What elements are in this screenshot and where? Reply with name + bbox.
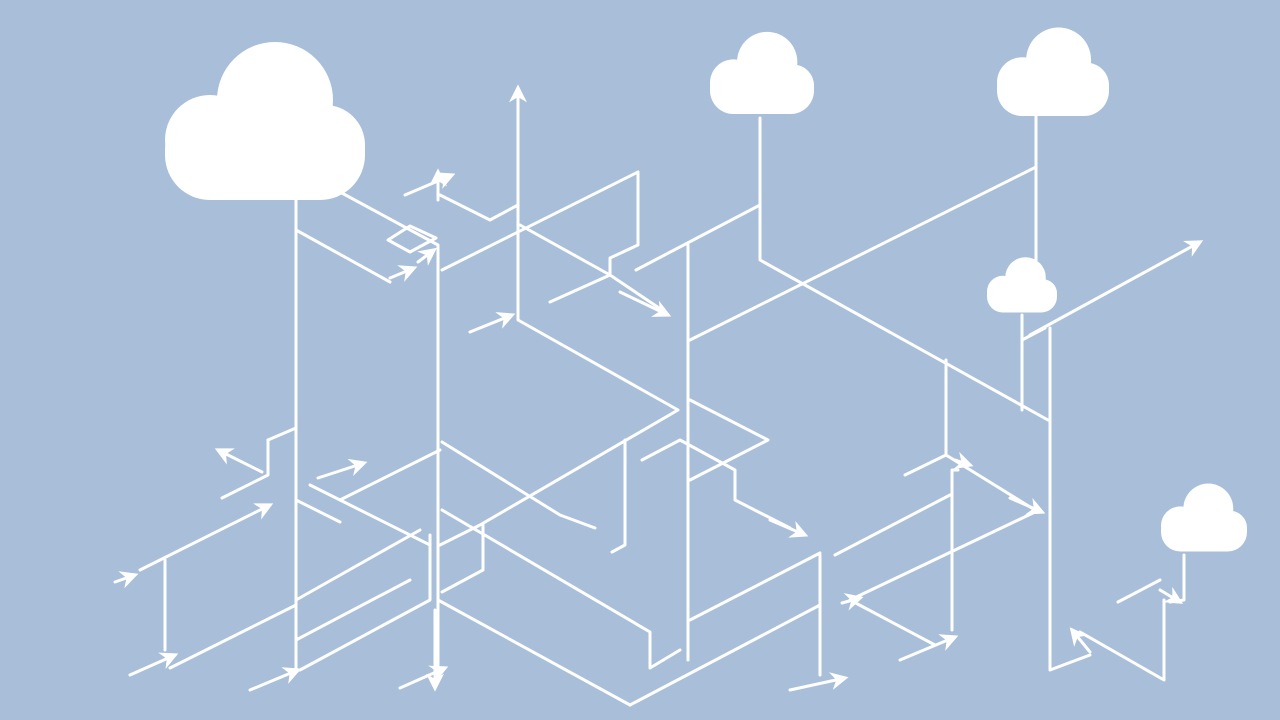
connector-line: [688, 551, 822, 622]
connector-line: [1078, 598, 1166, 682]
connector-line: [758, 116, 1050, 422]
connector-line: [848, 598, 937, 647]
cloud-icon: [987, 257, 1057, 313]
connector-line: [308, 483, 432, 547]
connector-line: [266, 426, 298, 442]
connector-line: [640, 438, 792, 530]
connector-lines: [163, 108, 1186, 707]
arrow-icon: [214, 448, 264, 474]
arrow-icon: [840, 593, 864, 611]
connector-line: [338, 448, 442, 502]
arrow-icon: [138, 503, 274, 572]
cloud-icon: [710, 31, 814, 114]
connector-line: [610, 438, 627, 554]
connector-line: [848, 510, 1037, 602]
connector-line: [440, 508, 682, 670]
connector-line: [338, 190, 440, 672]
arrow-icon: [1028, 240, 1204, 337]
connector-line: [440, 170, 640, 304]
connector-line: [440, 440, 597, 530]
arrow-connectors: [113, 84, 1204, 692]
connector-line: [518, 223, 667, 314]
arrow-icon: [113, 571, 139, 589]
arrow-icon: [398, 665, 449, 690]
connector-line: [903, 358, 948, 477]
arrow-icon: [1008, 496, 1046, 515]
connector-line: [220, 438, 270, 500]
connector-line: [833, 493, 952, 557]
connector-line: [436, 598, 632, 707]
connector-line: [386, 224, 438, 254]
arrow-icon: [468, 312, 516, 334]
connector-line: [950, 468, 960, 632]
connector-line: [440, 523, 485, 594]
connector-line: [294, 228, 392, 284]
connector-line: [1116, 578, 1162, 604]
arrow-icon: [953, 451, 974, 469]
cloud-nodes: [165, 27, 1247, 552]
arrow-icon: [388, 265, 418, 282]
connector-line: [438, 193, 520, 222]
arrow-icon: [898, 634, 959, 662]
arrow-icon: [1069, 627, 1092, 654]
connector-line: [1048, 326, 1092, 672]
connector-line: [438, 203, 680, 547]
connector-line: [294, 578, 412, 642]
connector-line: [688, 165, 1038, 342]
connector-line: [688, 398, 770, 482]
cloud-icon: [997, 27, 1109, 116]
cloud-icon: [165, 42, 365, 200]
connector-line: [294, 498, 342, 524]
arrow-icon: [403, 172, 456, 197]
connector-line: [1168, 553, 1186, 604]
arrow-icon: [768, 518, 809, 538]
connector-line: [298, 533, 432, 672]
connector-line: [168, 603, 298, 670]
arrow-icon: [788, 672, 849, 692]
connector-line: [634, 203, 762, 272]
arrow-icon: [618, 290, 672, 317]
connector-line: [294, 528, 422, 602]
arrow-icon: [416, 247, 437, 266]
arrow-icon: [128, 652, 179, 677]
arrow-icon: [1158, 586, 1184, 604]
arrow-icon: [248, 667, 302, 692]
cloud-icon: [1161, 483, 1247, 552]
arrow-icon: [316, 458, 368, 480]
connector-line: [628, 603, 822, 707]
